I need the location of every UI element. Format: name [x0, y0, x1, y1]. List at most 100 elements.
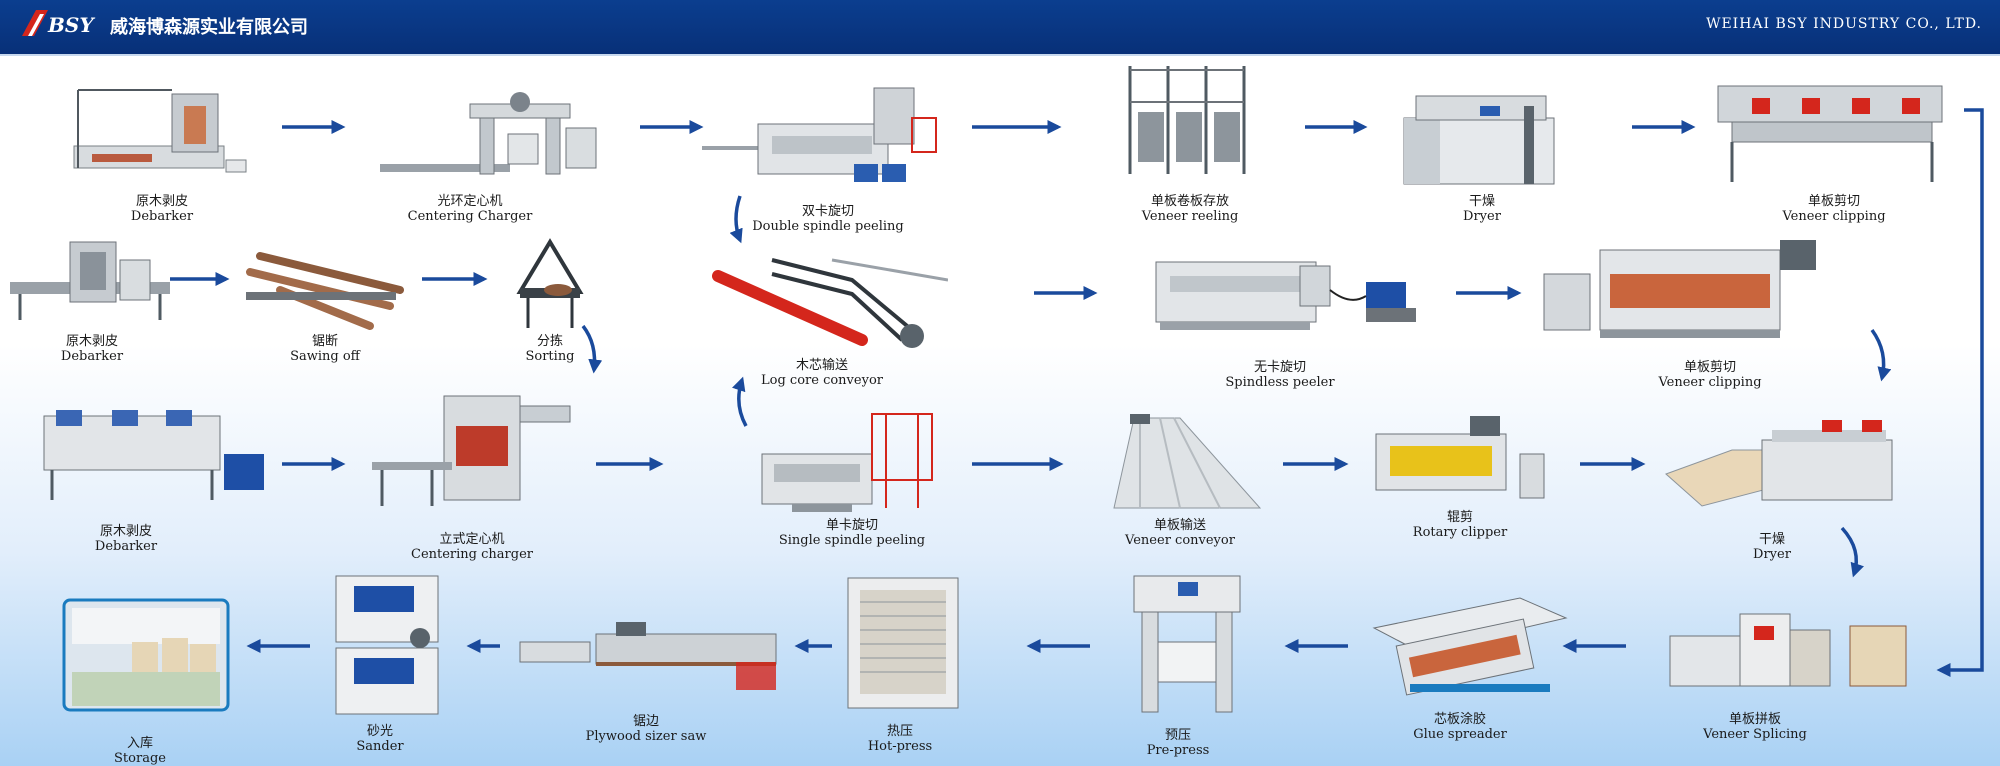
step-caption: 单板剪切 Veneer clipping: [1712, 194, 1956, 224]
label-en: Sander: [356, 739, 404, 754]
label-en: Plywood sizer saw: [585, 729, 707, 744]
label-en: Sorting: [525, 349, 575, 364]
step-caption: 入库 Storage: [62, 736, 218, 766]
label-en: Double spindle peeling: [752, 219, 904, 234]
step-veneer-clipping-2: 单板剪切 Veneer clipping: [1540, 230, 1840, 390]
step-sorting: 分拣 Sorting: [510, 236, 590, 370]
sizer-saw-line-icon: [519, 622, 777, 690]
step-caption: 原木剥皮 Debarker: [56, 524, 196, 554]
step-caption: 砂光 Sander: [310, 724, 450, 754]
label-en: Centering Charger: [407, 209, 533, 224]
label-en: Debarker: [94, 539, 158, 554]
arrow: [1936, 108, 1984, 677]
label-cn: 光环定心机: [437, 194, 503, 209]
step-caption: 分拣 Sorting: [510, 334, 590, 364]
label-cn: 双卡旋切: [801, 204, 854, 219]
label-cn: 单板剪切: [1683, 360, 1736, 375]
label-cn: 预压: [1164, 728, 1191, 743]
sawing-machine-icon: [246, 252, 404, 330]
hot-press-machine-icon: [847, 577, 959, 709]
veneer-reeling-rack-icon: [1128, 66, 1246, 174]
step-caption: 双卡旋切 Double spindle peeling: [698, 204, 958, 234]
label-cn: 木芯输送: [795, 358, 848, 373]
step-caption: 单板输送 Veneer conveyor: [1110, 518, 1250, 548]
step-caption: 锯边 Plywood sizer saw: [536, 714, 756, 744]
step-veneer-splicing: 单板拼板 Veneer Splicing: [1660, 606, 1910, 756]
label-en: Sawing off: [290, 349, 360, 364]
debarker-machine-icon: [73, 89, 247, 173]
header-bar: BSY 威海博森源实业有限公司 WEIHAI BSY INDUSTRY CO.,…: [0, 0, 2000, 56]
label-en: Veneer Splicing: [1703, 727, 1807, 742]
rotary-clipper-icon: [1375, 416, 1545, 499]
label-cn: 干燥: [1758, 532, 1785, 547]
veneer-conveyor-icon: [1113, 414, 1262, 509]
dryer-machine-icon: [1665, 420, 1893, 507]
single-spindle-lathe-icon: [761, 413, 933, 512]
step-double-spindle-peeling: 双卡旋切 Double spindle peeling: [698, 84, 958, 240]
company-name-en: WEIHAI BSY INDUSTRY CO., LTD.: [1706, 16, 1982, 32]
vertical-centering-charger-icon: [372, 395, 571, 506]
log-core-conveyor-icon: [712, 258, 948, 348]
step-caption: 单卡旋切 Single spindle peeling: [742, 518, 962, 548]
step-dryer-2: 干燥 Dryer: [1662, 410, 1902, 566]
step-sander: 砂光 Sander: [330, 572, 450, 758]
step-caption: 锯断 Sawing off: [240, 334, 410, 364]
step-veneer-reeling: 单板卷板存放 Veneer reeling: [1108, 62, 1272, 230]
logo-text: BSY: [47, 13, 95, 37]
step-spindless-peeler: 无卡旋切 Spindless peeler: [1150, 236, 1440, 392]
step-plywood-sizer-saw: 锯边 Plywood sizer saw: [516, 622, 786, 748]
label-cn: 立式定心机: [439, 532, 505, 547]
label-cn: 单卡旋切: [825, 518, 878, 533]
glue-spreader-machine-icon: [1372, 597, 1568, 696]
step-caption: 热压 Hot-press: [838, 724, 962, 754]
label-en: Rotary clipper: [1412, 525, 1508, 540]
step-caption: 单板卷板存放 Veneer reeling: [1108, 194, 1272, 224]
veneer-clipping-machine-icon: [1543, 240, 1816, 338]
company-name-cn: 威海博森源实业有限公司: [110, 17, 308, 38]
step-debarker-3: 原木剥皮 Debarker: [36, 404, 272, 554]
step-debarker-2: 原木剥皮 Debarker: [10, 236, 174, 370]
label-en: Dryer: [1753, 547, 1791, 562]
pre-press-machine-icon: [1133, 575, 1241, 713]
label-en: Log core conveyor: [761, 373, 883, 388]
label-cn: 原木剥皮: [99, 524, 152, 539]
step-glue-spreader: 芯板涂胶 Glue spreader: [1370, 588, 1570, 748]
arrow: [1870, 328, 1892, 382]
label-en: Dryer: [1463, 209, 1501, 224]
sorting-machine-icon: [516, 238, 584, 328]
label-cn: 单板剪切: [1807, 194, 1860, 209]
label-en: Veneer clipping: [1658, 375, 1762, 390]
step-pre-press: 预压 Pre-press: [1128, 572, 1248, 762]
step-caption: 立式定心机 Centering charger: [372, 532, 572, 562]
label-cn: 原木剥皮: [65, 334, 118, 349]
label-en: Single spindle peeling: [778, 533, 926, 548]
arrow: [729, 195, 743, 244]
label-en: Veneer reeling: [1141, 209, 1239, 224]
label-en: Spindless peeler: [1225, 375, 1335, 390]
veneer-splicing-machine-icon: [1669, 613, 1907, 687]
label-cn: 锯断: [311, 334, 338, 349]
label-en: Storage: [114, 751, 166, 766]
label-en: Debarker: [130, 209, 194, 224]
step-hot-press: 热压 Hot-press: [838, 574, 968, 758]
step-caption: 芯板涂胶 Glue spreader: [1370, 712, 1550, 742]
arrow: [1840, 526, 1864, 578]
step-caption: 无卡旋切 Spindless peeler: [1150, 360, 1410, 390]
step-caption: 单板剪切 Veneer clipping: [1640, 360, 1780, 390]
arrow: [581, 324, 603, 374]
step-log-core-conveyor: 木芯输送 Log core conveyor: [712, 240, 948, 392]
label-cn: 热压: [886, 724, 913, 739]
step-debarker-1: 原木剥皮 Debarker: [62, 84, 262, 230]
label-en: Veneer clipping: [1782, 209, 1886, 224]
label-cn: 原木剥皮: [135, 194, 188, 209]
step-dryer-1: 干燥 Dryer: [1400, 88, 1564, 230]
step-rotary-clipper: 辊剪 Rotary clipper: [1370, 410, 1550, 546]
label-cn: 单板拼板: [1728, 712, 1781, 727]
label-cn: 芯板涂胶: [1433, 712, 1486, 727]
step-caption: 原木剥皮 Debarker: [62, 194, 262, 224]
label-en: Centering charger: [411, 547, 533, 562]
spindless-peeler-machine-icon: [1155, 261, 1416, 330]
step-sawing-off: 锯断 Sawing off: [240, 236, 410, 370]
label-cn: 分拣: [536, 334, 563, 349]
step-caption: 木芯输送 Log core conveyor: [712, 358, 932, 388]
